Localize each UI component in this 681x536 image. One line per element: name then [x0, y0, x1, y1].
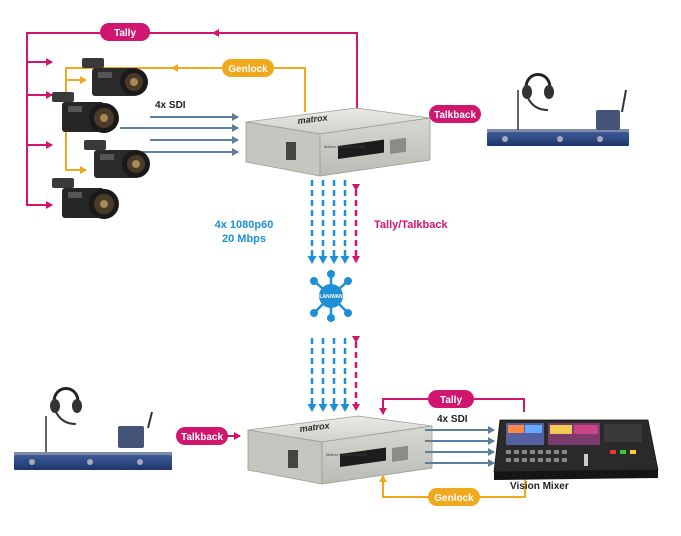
- sdi-label-top: 4x SDI: [155, 100, 186, 111]
- stream-arrows-top: [307, 180, 350, 264]
- tally-line-top: [26, 29, 358, 209]
- vision-mixer-label: Vision Mixer: [510, 481, 569, 492]
- tally-talkback-label: Tally/Talkback: [374, 219, 448, 231]
- sdi-lines-top: [120, 113, 239, 156]
- talkback-pill-bottom: Talkback: [176, 427, 228, 445]
- encoder-brand-bottom: matrox: [299, 420, 331, 434]
- headset-icon: [522, 73, 554, 111]
- genlock-label-bottom: Genlock: [434, 493, 474, 504]
- intercom-rack-bottom: [14, 411, 172, 470]
- headset-icon: [50, 387, 82, 425]
- encoder-device-bottom: matrox Matrox Monarch EDGE: [247, 415, 433, 485]
- stream-label-line1: 4x 1080p60: [215, 219, 274, 231]
- genlock-pill-top: Genlock: [222, 59, 274, 77]
- genlock-label-top: Genlock: [228, 64, 268, 75]
- encoder-brand-top: matrox: [297, 112, 329, 126]
- tally-pill-bottom: Tally: [428, 390, 474, 408]
- tally-pill-top: Tally: [100, 23, 150, 41]
- camera-icon: [52, 92, 119, 133]
- encoder-model-bottom: Matrox Monarch EDGE: [326, 452, 368, 457]
- network-label: LAN/WAN: [319, 294, 343, 300]
- encoder-model-top: Matrox Monarch EDGE: [324, 144, 366, 149]
- stream-label-line2: 20 Mbps: [222, 233, 266, 245]
- camera-icon: [82, 58, 148, 96]
- network-hub-icon: LAN/WAN: [310, 270, 352, 322]
- vision-mixer-device: [493, 419, 659, 480]
- tally-label-top: Tally: [114, 28, 136, 39]
- camera-icon: [84, 140, 150, 178]
- talkback-label-bottom: Talkback: [181, 432, 223, 443]
- genlock-pill-bottom: Genlock: [428, 488, 480, 506]
- sdi-label-bottom: 4x SDI: [437, 414, 468, 425]
- encoder-device-top: matrox Matrox Monarch EDGE: [245, 107, 431, 177]
- sdi-lines-bottom: [425, 426, 495, 467]
- camera-icon: [52, 178, 119, 219]
- talkback-label-top: Talkback: [434, 110, 476, 121]
- talkback-pill-top: Talkback: [429, 105, 481, 123]
- intercom-rack-top: [487, 89, 629, 146]
- stream-arrows-bottom: [307, 338, 350, 412]
- tally-label-bottom: Tally: [440, 395, 462, 406]
